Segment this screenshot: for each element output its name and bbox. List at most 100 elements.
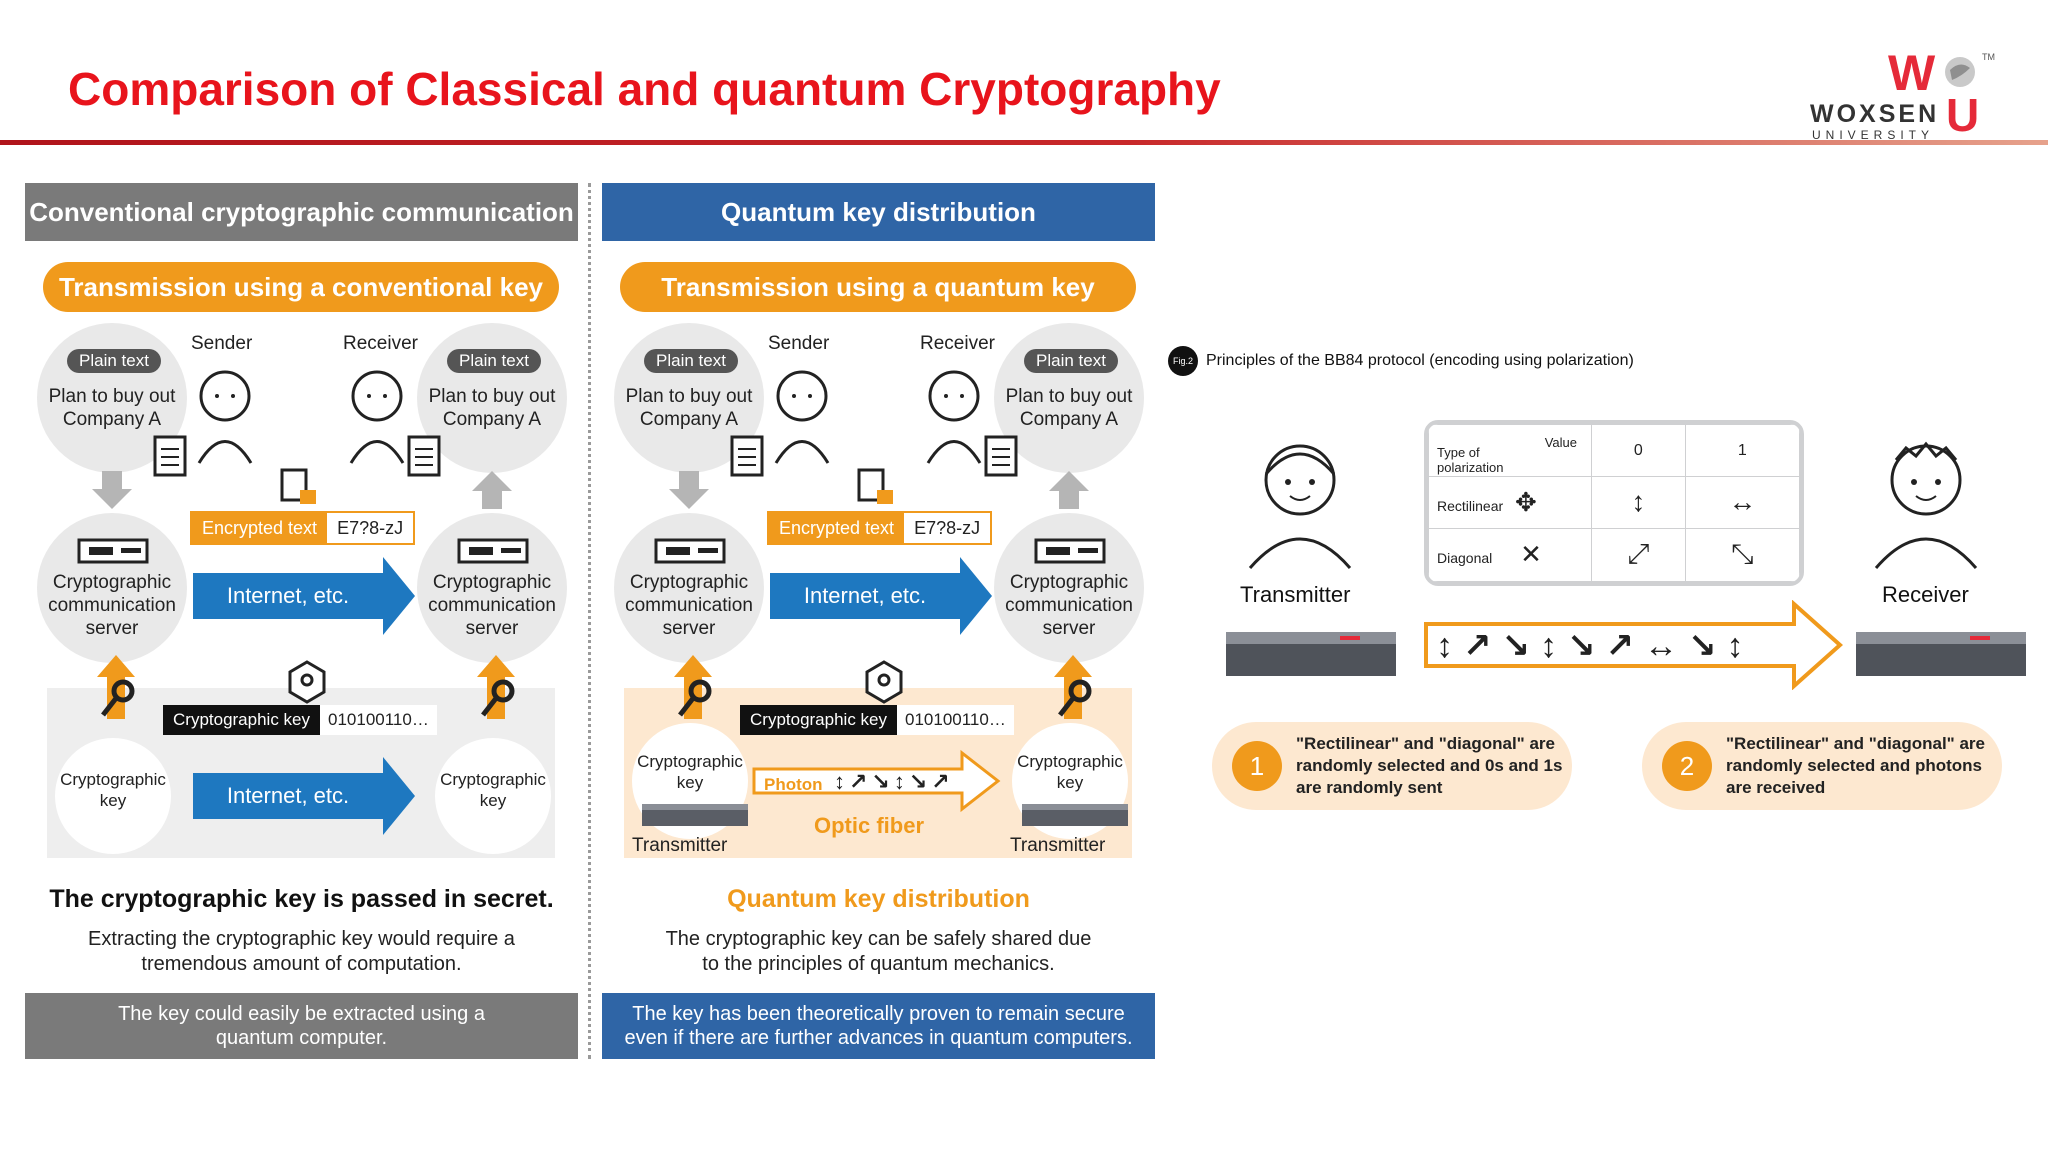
step-1-text: "Rectilinear" and "diagonal" are randoml… <box>1296 734 1563 797</box>
transmitter-label: Transmitter <box>1010 835 1106 856</box>
internet-arrow: Internet, etc. <box>770 557 992 635</box>
server-label: Cryptographic communication server <box>48 572 176 639</box>
title-rule <box>0 140 2048 145</box>
slide-title: Comparison of Classical and quantum Cryp… <box>68 63 1221 115</box>
conventional-footer: The key could easily be extracted using … <box>25 993 578 1059</box>
key-circle-sender <box>55 738 171 854</box>
bb84-photon-polarization-icons: ↕↗↘↕↘↗↔↘↕ <box>1436 627 1754 665</box>
plain-text-body: Plan to buy out Company A <box>625 386 753 430</box>
key-circle-receiver <box>435 738 551 854</box>
bb84-receiver-label: Receiver <box>1882 582 1969 607</box>
col-1: 1 <box>1684 424 1800 477</box>
photon-label: Photon <box>764 775 823 794</box>
server-circle-sender <box>37 513 187 663</box>
sender-person-icon <box>774 370 830 464</box>
polarization-table: Value Type of polarization 0 1 Rectiline… <box>1424 420 1804 586</box>
key-up-arrow-icon <box>674 655 712 719</box>
plain-text-body: Plan to buy out Company A <box>48 386 176 430</box>
row-rectilinear-label: Rectilinear <box>1437 497 1504 514</box>
server-circle-receiver <box>994 513 1144 663</box>
panel-divider <box>588 183 591 1059</box>
server-label: Cryptographic communication server <box>428 572 556 639</box>
row-diagonal-label: Diagonal <box>1437 550 1493 567</box>
quantum-panel: Quantum key distribution Transmission us… <box>602 183 1155 1059</box>
logo-globe-icon <box>1945 57 1975 87</box>
receiver-person-icon <box>926 370 982 464</box>
encrypted-value: E7?8-zJ <box>904 513 991 543</box>
corner-type: Type of polarization <box>1437 445 1504 475</box>
bb84-transmitter-device-icon <box>1226 632 1396 676</box>
document-icon <box>730 435 764 477</box>
crypto-key-label: Cryptographic key <box>60 770 166 810</box>
quantum-description: The cryptographic key can be safely shar… <box>665 928 1092 975</box>
locked-document-icon <box>280 468 316 504</box>
col-0: 0 <box>1591 424 1686 477</box>
key-up-arrow-icon <box>477 655 515 719</box>
encrypted-label: Encrypted text <box>192 513 328 543</box>
horizontal-arrow-icon: ↔ <box>1684 476 1800 529</box>
server-circle-sender <box>614 513 764 663</box>
down-arrow-icon <box>92 471 132 509</box>
table-corner: Value Type of polarization <box>1428 424 1592 477</box>
document-icon <box>984 435 1018 477</box>
server-icon <box>77 538 149 564</box>
conventional-panel: Conventional cryptographic communication… <box>25 183 578 1059</box>
internet-arrow-2: Internet, etc. <box>193 757 415 835</box>
logo-name: WOXSEN <box>1810 100 1940 128</box>
encrypted-value: E7?8-zJ <box>327 513 414 543</box>
optic-fiber-label: Optic fiber <box>814 813 925 838</box>
bb84-title-text: Principles of the BB84 protocol (encodin… <box>1206 352 1634 369</box>
document-icon <box>153 435 187 477</box>
sender-person-icon <box>197 370 253 464</box>
figure-badge: Fig.2 <box>1168 346 1198 376</box>
logo-sub: UNIVERSITY <box>1812 128 1935 142</box>
up-arrow-icon <box>1049 471 1089 509</box>
row-rectilinear: Rectilinear ✥ <box>1428 476 1592 529</box>
plain-text-body: Plan to buy out Company A <box>1005 386 1133 430</box>
logo-tm: TM <box>1982 52 1995 62</box>
step-2-text: "Rectilinear" and "diagonal" are randoml… <box>1726 734 1985 797</box>
receiver-label: Receiver <box>343 333 418 354</box>
step-2-number: 2 <box>1662 741 1712 791</box>
vertical-arrow-icon: ↕ <box>1591 476 1686 529</box>
up-arrow-icon <box>472 471 512 509</box>
crypto-key-label: Cryptographic key <box>440 770 546 810</box>
encrypted-text: Encrypted text E7?8-zJ <box>767 511 993 545</box>
sender-label: Sender <box>191 333 253 354</box>
key-up-arrow-icon <box>1054 655 1092 719</box>
server-icon <box>654 538 726 564</box>
conventional-pill: Transmission using a conventional key <box>43 262 559 312</box>
key-up-arrow-icon <box>97 655 135 719</box>
corner-value: Value <box>1544 435 1577 450</box>
receiver-person-icon <box>1874 441 1978 569</box>
server-label: Cryptographic communication server <box>1005 572 1133 639</box>
down-arrow-icon <box>669 471 709 509</box>
logo-u: U <box>1946 89 1980 141</box>
bb84-receiver-device-icon <box>1856 632 2026 676</box>
transmitter-device-icon <box>1022 804 1128 826</box>
diagonal-cross-icon: ✕ <box>1520 539 1542 570</box>
encrypted-label: Encrypted text <box>769 513 905 543</box>
plain-text-tag: Plain text <box>1024 349 1118 373</box>
crypto-key-row: Cryptographic key 010100110… <box>740 705 1014 735</box>
transmitter-device-icon <box>642 804 748 826</box>
receiver-person-icon <box>349 370 405 464</box>
locked-document-icon <box>857 468 893 504</box>
quantum-conclusion: Quantum key distribution <box>727 885 1030 913</box>
quantum-header: Quantum key distribution <box>602 183 1155 241</box>
crypto-key-row: Cryptographic key 010100110… <box>163 705 437 735</box>
conventional-conclusion: The cryptographic key is passed in secre… <box>49 885 554 913</box>
key-shield-icon <box>288 660 326 704</box>
bb84-transmitter-label: Transmitter <box>1240 582 1351 607</box>
plain-text-body: Plan to buy out Company A <box>428 386 556 430</box>
server-icon <box>1034 538 1106 564</box>
internet-arrow: Internet, etc. <box>193 557 415 635</box>
row-diagonal: Diagonal ✕ <box>1428 527 1592 582</box>
key-value: 010100110… <box>897 705 1014 735</box>
woxsen-logo: W U WOXSEN UNIVERSITY TM <box>1810 45 2000 148</box>
diagonal-up-arrow-icon: ⤢ <box>1591 527 1686 582</box>
bb84-photon-arrow-icon <box>1424 600 1844 690</box>
optic-fiber-arrow-icon <box>752 749 1001 813</box>
plain-text-tag: Plain text <box>67 349 161 373</box>
bb84-title: Fig.2 Principles of the BB84 protocol (e… <box>1168 346 1634 376</box>
